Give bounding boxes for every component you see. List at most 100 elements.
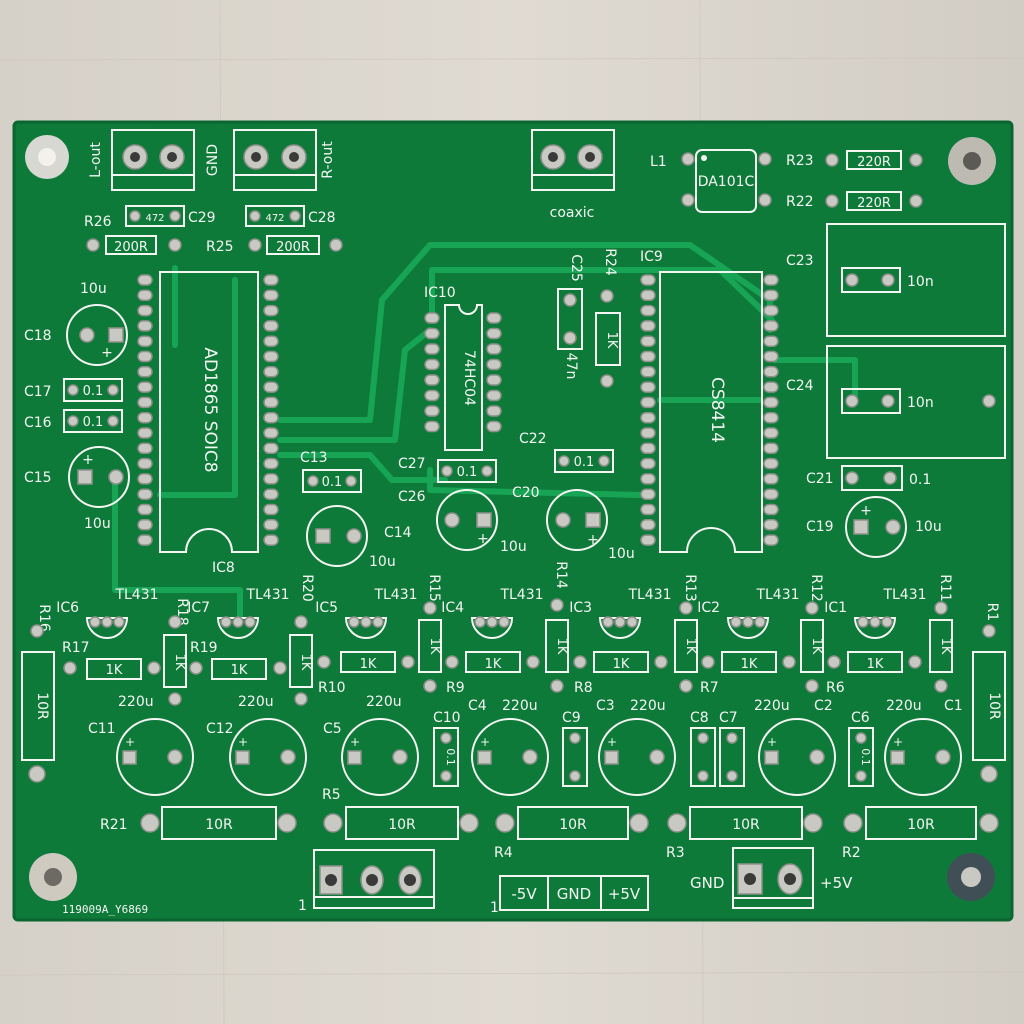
c21-cap	[841, 465, 903, 491]
r13-resistor	[674, 601, 698, 693]
regulator-ref: IC5	[315, 600, 338, 616]
r6-ref: R6	[826, 680, 845, 696]
r25-resistor	[248, 235, 343, 255]
ic9-pin	[640, 381, 656, 393]
ic9-pin	[640, 304, 656, 317]
r17-value: 1K	[106, 663, 123, 678]
plus-marker: +	[350, 735, 360, 749]
ic8-pin	[137, 488, 153, 500]
regulator-ref: IC4	[441, 600, 464, 616]
r-out-connector	[233, 129, 317, 191]
c13-ref: C13	[300, 450, 328, 466]
c16-ref: C16	[24, 415, 52, 431]
regulator-ref: IC2	[697, 600, 720, 616]
ic8-pin	[263, 442, 279, 455]
ic8-pin	[263, 381, 279, 393]
r10-ref: R10	[318, 680, 346, 696]
c17-cap	[63, 378, 123, 402]
regulator-part: TL431	[499, 587, 543, 603]
power-neg-label: -5V	[511, 885, 537, 903]
c19-plus: +	[860, 503, 872, 519]
power-gnd-label: GND	[557, 885, 591, 903]
ic10-pin	[486, 420, 502, 433]
dc-power-terminal	[732, 847, 814, 909]
r2-resistor	[843, 806, 999, 840]
l1-transformer	[681, 149, 772, 213]
c2-ref: C2	[814, 698, 833, 714]
ic8-pin	[263, 350, 279, 363]
regulator-part: TL431	[882, 587, 926, 603]
ic8-pin	[137, 457, 153, 470]
r25-ref: R25	[206, 239, 234, 255]
r16-value: 10R	[34, 692, 50, 720]
c17-ref: C17	[24, 384, 52, 400]
regulator-part: TL431	[627, 587, 671, 603]
r16-ref: R16	[36, 604, 52, 632]
ic9-pin	[640, 274, 656, 286]
r10-value: 1K	[360, 657, 377, 672]
ic9-pin	[640, 442, 656, 455]
c16-value: 0.1	[83, 415, 104, 430]
ic9-pin	[763, 411, 779, 424]
l-out-connector	[111, 129, 195, 191]
r7-value: 1K	[741, 657, 758, 672]
c26-value: 10u	[500, 539, 527, 555]
power-header	[499, 875, 649, 911]
c8-ref: C8	[690, 710, 709, 726]
ic10-pin	[486, 312, 502, 324]
r24-value: 1K	[604, 332, 619, 349]
ic8-pin	[137, 381, 153, 393]
gnd-top-label: GND	[205, 144, 221, 176]
c14-ref: C14	[384, 525, 412, 541]
regulator-ref: IC6	[56, 600, 79, 616]
regulator-part: TL431	[114, 587, 158, 603]
ic8-pin	[137, 396, 153, 409]
c24-value: 10n	[907, 395, 934, 411]
ic8-part: AD1865 SOIC8	[200, 347, 220, 472]
ic10-pin	[424, 389, 440, 402]
r9-ref: R9	[446, 680, 465, 696]
ic8-pin	[137, 274, 153, 286]
ic8-pins	[137, 274, 279, 546]
r20-value: 1K	[298, 654, 313, 671]
plus-marker: +	[893, 735, 903, 749]
regulator-ref: IC7	[187, 600, 210, 616]
c23-ref: C23	[786, 253, 814, 269]
ic9-pin	[640, 503, 656, 516]
r18-resistor	[163, 615, 187, 706]
ic8-pin	[263, 304, 279, 317]
ic8-pin	[263, 335, 279, 347]
ic10-pin	[424, 358, 440, 371]
c27-value: 0.1	[457, 465, 478, 480]
ic8-pin	[263, 534, 279, 546]
c6-ref: C6	[851, 710, 870, 726]
r1-resistor	[972, 624, 1006, 783]
r4-value: 10R	[559, 817, 587, 833]
c24-ref: C24	[786, 378, 814, 394]
r2-ref: R2	[842, 845, 861, 861]
c18-value: 10u	[80, 281, 107, 297]
r15-ref: R15	[426, 574, 442, 602]
bulk-capacitor: +	[229, 718, 307, 796]
c22-value: 0.1	[574, 455, 595, 470]
r22-ref: R22	[786, 194, 814, 210]
r14-ref: R14	[553, 561, 569, 589]
c12-ref: C12	[206, 721, 234, 737]
c25-cap	[557, 288, 583, 350]
ic8-pin	[263, 473, 279, 485]
c23-value: 10n	[907, 274, 934, 290]
r24-resistor	[595, 289, 621, 388]
r10-resistor	[317, 651, 415, 673]
c26-electrolytic	[436, 489, 498, 551]
ic9-pin	[763, 488, 779, 500]
c7-ref: C7	[719, 710, 738, 726]
ic8-pin	[263, 503, 279, 516]
c18-plus: +	[101, 345, 113, 361]
ic8-pin	[137, 442, 153, 455]
plus-marker: +	[125, 735, 135, 749]
c25-value: 47n	[563, 353, 579, 380]
ic9-pin	[763, 519, 779, 531]
ic9-pin	[640, 534, 656, 546]
